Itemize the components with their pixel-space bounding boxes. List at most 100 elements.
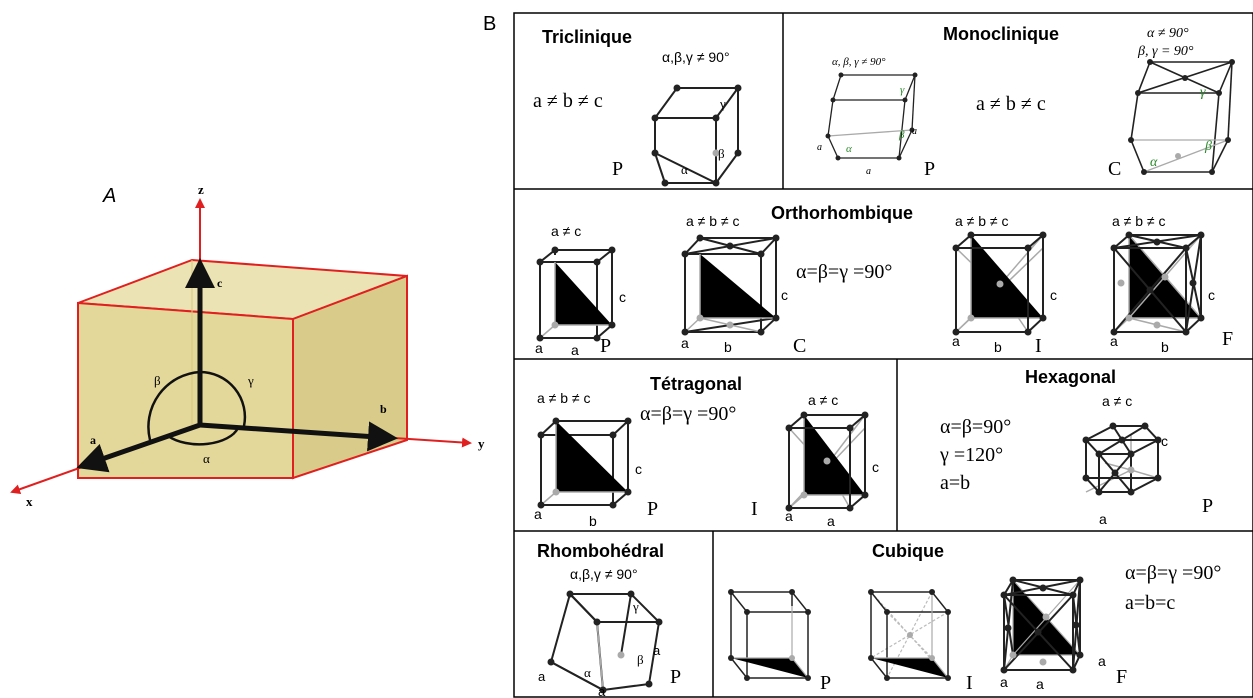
- cubique-angle: α=β=γ =90°: [1125, 562, 1221, 584]
- ortho-p-lattice-drawing: a ≠ c c a a P: [535, 223, 626, 358]
- cubique-type-f: F: [1116, 666, 1127, 688]
- hexagonal-lattice-drawing: a ≠ c c a: [1082, 393, 1168, 527]
- svg-text:a ≠ b ≠ c: a ≠ b ≠ c: [537, 390, 591, 406]
- svg-text:c: c: [1208, 287, 1215, 303]
- cubic-p-lattice-drawing: [728, 589, 811, 681]
- cubique-cell: Cubique α=β=γ =90° a=b=c P I F: [728, 541, 1221, 694]
- svg-text:β: β: [718, 146, 725, 161]
- svg-text:F: F: [1222, 328, 1233, 350]
- svg-text:c: c: [1050, 287, 1057, 303]
- panel-b: B Triclinique α,β,γ ≠ 90° a ≠ b ≠ c P: [483, 12, 1253, 698]
- hexagonal-type: P: [1202, 495, 1213, 517]
- svg-text:c: c: [1161, 433, 1168, 449]
- monoclinique-type-p: P: [924, 158, 935, 180]
- vector-a: [76, 422, 201, 473]
- tetragonal-title: Tétragonal: [650, 374, 742, 394]
- cubique-type-i: I: [966, 672, 973, 694]
- angle-gamma-label: γ: [247, 373, 254, 388]
- panel-b-label: B: [483, 13, 496, 35]
- svg-text:b: b: [589, 513, 597, 529]
- axis-z-label: z: [198, 182, 204, 197]
- svg-text:a: a: [912, 126, 917, 137]
- svg-text:a: a: [653, 643, 661, 658]
- svg-text:b: b: [1161, 339, 1169, 355]
- svg-text:a: a: [538, 669, 546, 684]
- panel-a-label: A: [102, 185, 116, 207]
- svg-text:α: α: [1150, 155, 1158, 170]
- rhomboedral-angle: α,β,γ ≠ 90°: [570, 566, 638, 582]
- orthorhombique-angle: α=β=γ =90°: [796, 261, 892, 283]
- svg-text:γ: γ: [632, 599, 639, 614]
- svg-text:a: a: [952, 333, 960, 349]
- monoclinique-title: Monoclinique: [943, 24, 1059, 44]
- svg-text:a: a: [534, 506, 542, 522]
- svg-text:a ≠ b ≠ c: a ≠ b ≠ c: [955, 213, 1009, 229]
- svg-text:a ≠ c: a ≠ c: [1102, 393, 1132, 409]
- triclinique-relation: a ≠ b ≠ c: [533, 90, 603, 112]
- svg-text:a ≠ c: a ≠ c: [808, 392, 838, 408]
- svg-text:P: P: [600, 335, 611, 357]
- svg-text:C: C: [793, 335, 806, 357]
- monoclinique-angle-2: β, γ = 90°: [1137, 44, 1194, 59]
- vector-b-label: b: [380, 402, 387, 416]
- svg-text:b: b: [994, 339, 1002, 355]
- svg-text:a: a: [817, 142, 822, 153]
- tetragonal-cell: Tétragonal α=β=γ =90° a ≠ b ≠ c c a b P: [534, 374, 879, 529]
- svg-text:a: a: [1098, 653, 1106, 669]
- monoclinique-small-angle: α, β, γ ≠ 90°: [832, 56, 886, 68]
- triclinique-title: Triclinique: [542, 27, 632, 47]
- svg-text:a ≠ b ≠ c: a ≠ b ≠ c: [686, 213, 740, 229]
- svg-text:a: a: [535, 340, 543, 356]
- hexagonal-cell: Hexagonal α=β=90° γ =120° a=b P: [939, 367, 1213, 527]
- ortho-c-lattice-drawing: a ≠ b ≠ c c a b C: [681, 213, 806, 357]
- cubic-i-lattice-drawing: [868, 589, 951, 681]
- svg-text:a: a: [1000, 674, 1008, 690]
- svg-text:β: β: [637, 652, 644, 667]
- cubique-title: Cubique: [872, 541, 944, 561]
- svg-text:β: β: [1204, 139, 1212, 154]
- rhombohedral-lattice-drawing: [549, 592, 662, 692]
- angle-beta-label: β: [154, 373, 161, 388]
- gamma-arc: [199, 370, 247, 427]
- hexagonal-title: Hexagonal: [1025, 367, 1116, 387]
- triclinique-cell: Triclinique α,β,γ ≠ 90° a ≠ b ≠ c P γ β: [533, 27, 742, 187]
- panel-b-frame: [513, 12, 1253, 698]
- ortho-f-lattice-drawing: a ≠ b ≠ c c a b F: [1110, 213, 1233, 355]
- triclinique-type: P: [612, 158, 623, 180]
- tetragonal-i-lattice-drawing: a ≠ c c a a I: [751, 392, 879, 529]
- axis-y-label: y: [478, 436, 485, 451]
- cube-front-face: [77, 301, 294, 479]
- svg-text:γ: γ: [900, 84, 905, 96]
- svg-text:a: a: [571, 342, 579, 358]
- svg-text:b: b: [724, 339, 732, 355]
- svg-text:c: c: [781, 287, 788, 303]
- orthorhombique-cell: Orthorhombique α=β=γ =90° a ≠ c c a a P: [535, 203, 1233, 358]
- monoclinique-relation: a ≠ b ≠ c: [976, 93, 1046, 115]
- svg-text:a: a: [785, 508, 793, 524]
- axis-x-label: x: [26, 494, 33, 509]
- cubique-relation: a=b=c: [1125, 592, 1175, 614]
- hexagonal-relation: a=b: [940, 472, 970, 494]
- svg-text:a: a: [827, 513, 835, 529]
- rhomboedral-cell: Rhombohédral α,β,γ ≠ 90° P γ β α a a a: [537, 541, 681, 698]
- beta-arc: [147, 370, 201, 441]
- monoclinic-c-lattice-drawing: [1130, 61, 1234, 173]
- monoclinique-cell: Monoclinique α ≠ 90° β, γ = 90° α, β, γ …: [817, 24, 1235, 180]
- svg-text:a ≠ c: a ≠ c: [551, 223, 581, 239]
- svg-text:α: α: [846, 143, 852, 155]
- svg-text:γ: γ: [719, 96, 726, 111]
- svg-text:α: α: [584, 665, 591, 680]
- vector-a-label: a: [90, 433, 96, 447]
- tetragonal-angle: α=β=γ =90°: [640, 403, 736, 425]
- svg-text:I: I: [1035, 335, 1042, 357]
- svg-text:β: β: [898, 129, 905, 141]
- svg-text:a: a: [866, 166, 871, 177]
- svg-text:P: P: [647, 498, 658, 520]
- panel-a: A z y x c b a β γ α: [10, 182, 485, 509]
- vector-c-label: c: [217, 276, 223, 290]
- alpha-arc: [167, 427, 240, 446]
- svg-text:a: a: [1110, 333, 1118, 349]
- tetragonal-p-lattice-drawing: a ≠ b ≠ c c a b P: [534, 390, 658, 529]
- hexagonal-angle-2: γ =120°: [939, 444, 1003, 466]
